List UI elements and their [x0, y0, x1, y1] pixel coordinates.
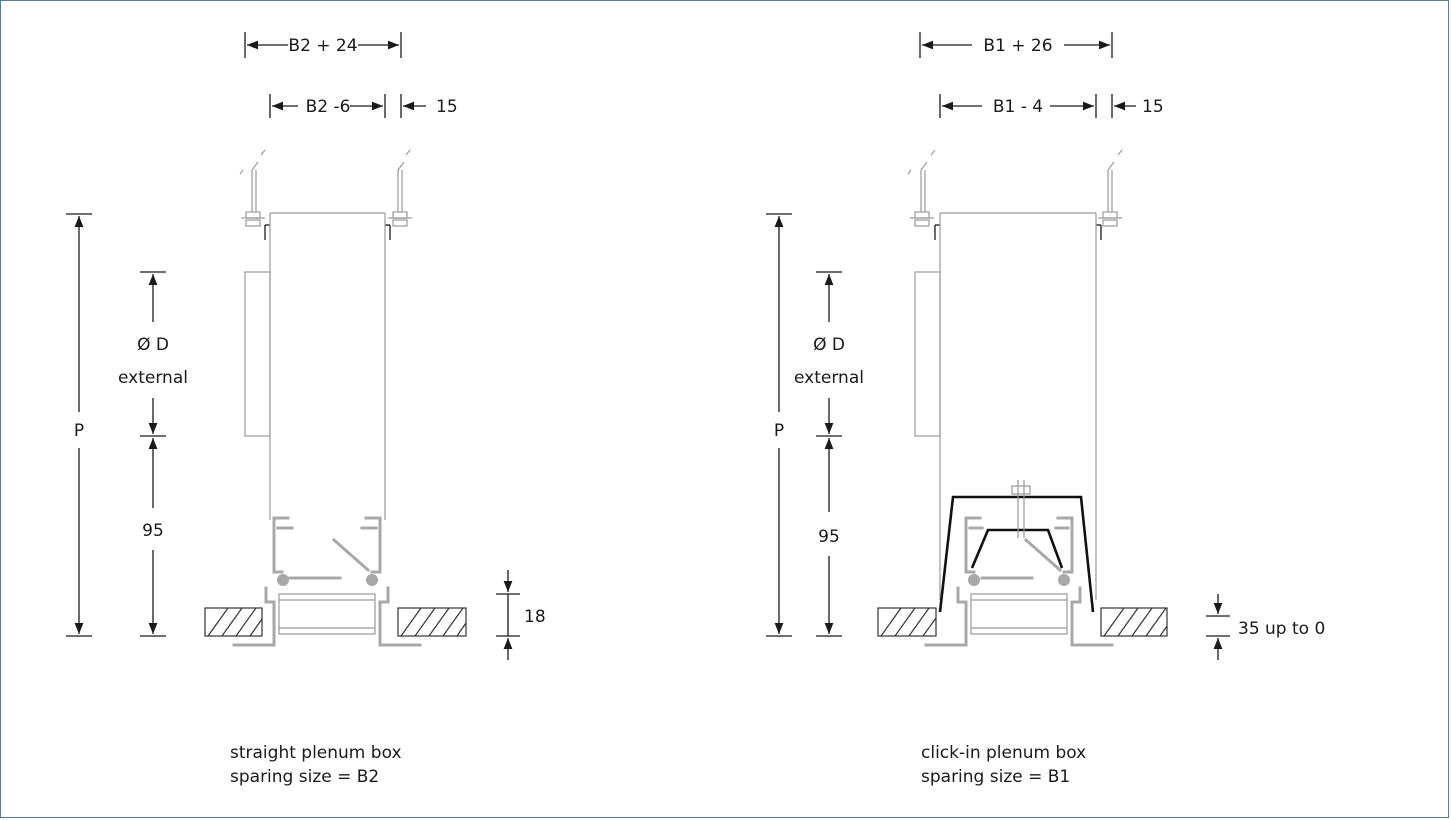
right-click-in-frame — [938, 480, 1095, 613]
left-hanger-rods — [239, 149, 412, 240]
right-caption-size: sparing size = B1 — [921, 767, 1071, 787]
left-dim-height: P — [66, 213, 92, 637]
left-dim-side-label: 15 — [436, 97, 458, 117]
right-dim-inner: B1 - 4 15 — [939, 94, 1164, 118]
right-dim-top: B1 + 26 — [919, 32, 1113, 58]
left-dim-top-label: B2 + 24 — [288, 36, 357, 56]
left-dim-duct-line2: external — [118, 368, 188, 388]
right-dim-side-label: 15 — [1142, 97, 1164, 117]
left-caption-title: straight plenum box — [230, 743, 402, 763]
left-dim-duct-line1: Ø D — [137, 335, 169, 355]
left-ceiling-hatch — [204, 607, 467, 637]
right-dim-lower-label: 95 — [818, 527, 840, 547]
left-dim-top: B2 + 24 — [244, 32, 402, 58]
right-dim-inner-label: B1 - 4 — [993, 97, 1043, 117]
right-dim-height-label: P — [774, 421, 784, 441]
right-drawing: B1 + 26 B1 - 4 15 — [766, 32, 1325, 660]
right-caption: click-in plenum box sparing size = B1 — [921, 741, 1086, 789]
left-caption: straight plenum box sparing size = B2 — [230, 741, 402, 789]
right-dim-duct-line1: Ø D — [813, 335, 845, 355]
right-ceiling-hatch — [877, 607, 1168, 637]
right-caption-title: click-in plenum box — [921, 743, 1087, 763]
left-caption-size: sparing size = B2 — [230, 767, 380, 787]
left-duct-spigot — [244, 271, 271, 437]
left-diffuser-profile — [232, 516, 422, 647]
right-dim-duct: Ø D external 95 — [794, 271, 864, 637]
left-dim-duct: Ø D external 95 — [118, 271, 188, 637]
right-plenum-box — [914, 212, 1097, 600]
right-duct-spigot — [914, 271, 941, 437]
right-dim-edge-label: 35 up to 0 — [1238, 619, 1325, 639]
left-dim-inner: B2 -6 15 — [269, 94, 458, 118]
left-dim-height-label: P — [74, 421, 84, 441]
left-dim-edge: 18 — [496, 570, 546, 660]
left-dim-lower-label: 95 — [142, 521, 164, 541]
right-dim-height: P — [766, 213, 792, 637]
left-dim-edge-label: 18 — [524, 607, 546, 627]
left-plenum-box — [244, 212, 386, 520]
right-diffuser-profile — [924, 516, 1114, 647]
left-dim-inner-label: B2 -6 — [306, 97, 351, 117]
right-dim-top-label: B1 + 26 — [983, 36, 1052, 56]
left-drawing: B2 + 24 B2 -6 15 — [66, 32, 546, 660]
right-dim-edge: 35 up to 0 — [1206, 594, 1325, 660]
right-hanger-rods — [907, 149, 1123, 240]
right-dim-duct-line2: external — [794, 368, 864, 388]
